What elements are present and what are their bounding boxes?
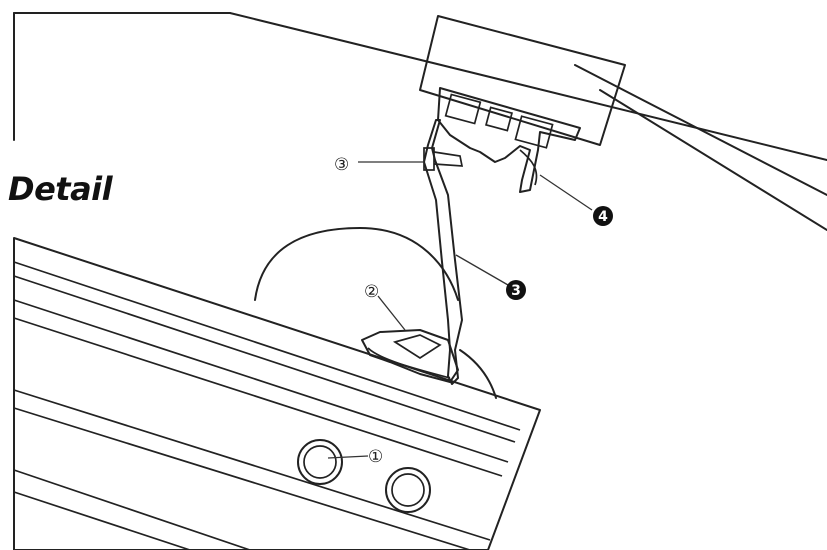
rail-hole-right (385, 467, 431, 513)
bracket-body (423, 119, 463, 385)
callout-3: ③ (334, 155, 349, 175)
rail-groove-5 (13, 389, 491, 541)
profile-chamber-center (485, 106, 513, 132)
badge-4-circle (593, 206, 613, 226)
clamp-block-body (419, 15, 626, 146)
bracket (423, 119, 464, 385)
callout-bold-3: 3 (511, 283, 521, 299)
rail-groove-8 (13, 491, 191, 550)
top-panel-groove-line (574, 64, 827, 196)
lower-rail (13, 237, 541, 550)
clamp-block (419, 15, 626, 146)
top-panel-upper-edge (229, 12, 827, 161)
profile-chamber-right (514, 115, 554, 149)
top-panel-lower-edge (599, 89, 827, 231)
rail-hole-left-inner (303, 445, 337, 479)
badge-3-circle (506, 280, 526, 300)
rail-hole-right-inner (391, 473, 425, 507)
rail-groove-2 (13, 275, 516, 443)
round-cover-lower-arc (459, 349, 497, 399)
callout-badge-3: 3 (506, 280, 526, 300)
round-cover-arc (254, 227, 459, 301)
leader-line-1 (327, 455, 369, 459)
profile-chamber-left (444, 93, 482, 125)
rail-groove-7 (13, 469, 251, 550)
rail-groove-3 (13, 299, 509, 463)
rail-groove-4 (13, 317, 503, 477)
callout-2: ② (364, 282, 379, 302)
lower-rail-outline (13, 237, 541, 550)
profile-outline (437, 87, 581, 193)
profile-hook (519, 149, 538, 186)
lower-clamp-lip (367, 347, 451, 379)
top-panel (13, 12, 827, 231)
leader-line-2 (377, 295, 406, 331)
callout-badge-4: 4 (593, 206, 613, 226)
callout-1: ① (368, 447, 383, 467)
callout-4: 4 (598, 209, 608, 225)
detail-title: Detail (8, 170, 113, 208)
bolt-head (423, 147, 435, 171)
rail-hole-left (297, 439, 343, 485)
bolt-shank (433, 151, 464, 167)
rail-groove-6 (13, 407, 471, 550)
profile-extrusion (437, 87, 581, 193)
round-cover (254, 227, 497, 399)
leader-lines (327, 161, 593, 459)
rail-groove-1 (13, 261, 521, 431)
lower-clamp-wedge (392, 334, 442, 360)
leader-line-bold-3 (455, 254, 509, 286)
leader-line-4 (539, 174, 593, 211)
